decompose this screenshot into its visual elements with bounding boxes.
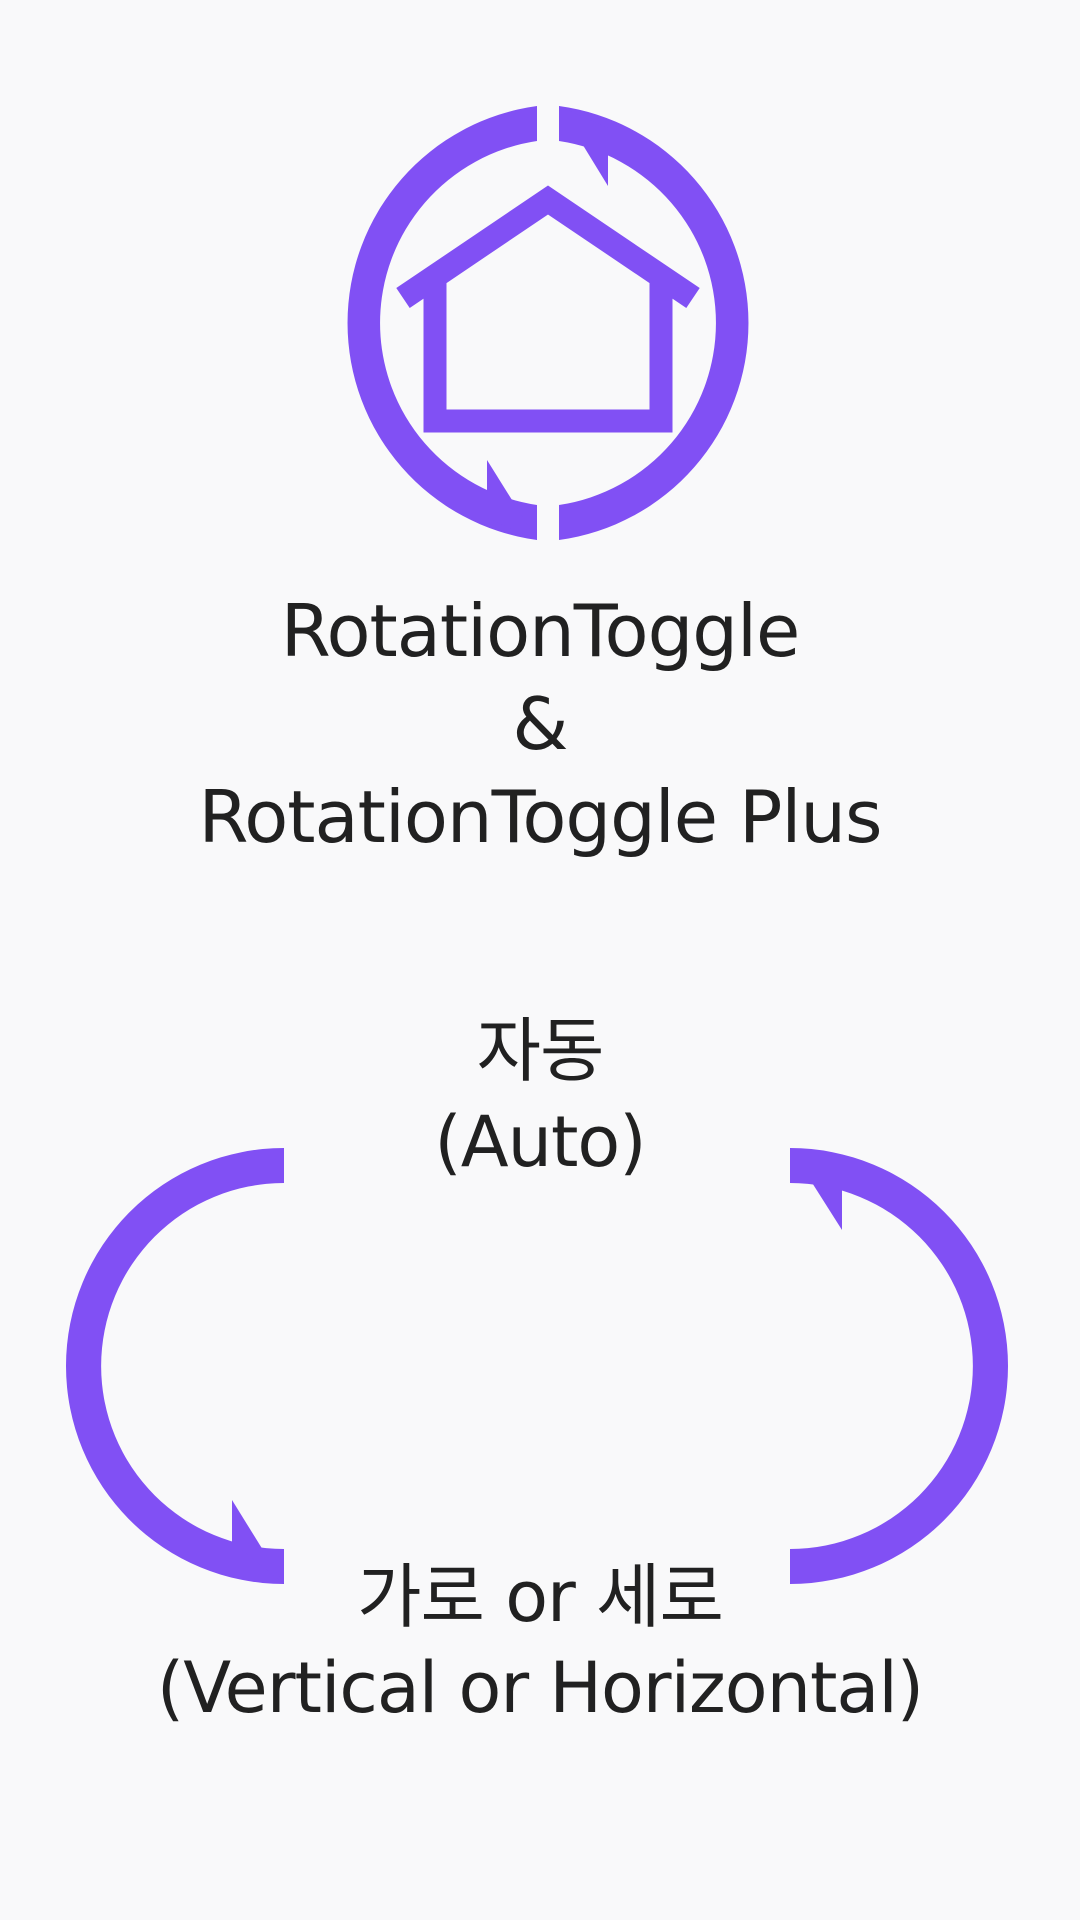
app-title-line1: RotationToggle (280, 589, 801, 673)
mode-auto: 자동 (Auto) (0, 1006, 1080, 1188)
mode-fixed-label: 가로 or 세로 (357, 1556, 724, 1638)
house-icon (396, 185, 700, 433)
mode-fixed: 가로 or 세로 (Vertical or Horizontal) (0, 1552, 1080, 1734)
app-title-line3: RotationToggle Plus (198, 775, 882, 859)
house-rotation-icon (347, 106, 749, 540)
mode-fixed-sublabel: (Vertical or Horizontal) (156, 1647, 924, 1729)
rotate-right-arrow-icon (790, 1148, 1008, 1584)
app-title-ampersand: & (512, 682, 568, 766)
logo-right-arc (559, 106, 749, 540)
rotate-left-arrow-icon (66, 1148, 284, 1584)
logo-top-arrowhead (559, 106, 608, 186)
app-title: RotationToggle & RotationToggle Plus (0, 585, 1080, 864)
mode-auto-label: 자동 (476, 1010, 605, 1092)
mode-auto-sublabel: (Auto) (434, 1101, 646, 1183)
logo-bottom-arrowhead (487, 460, 537, 540)
logo-left-arc (347, 106, 537, 540)
